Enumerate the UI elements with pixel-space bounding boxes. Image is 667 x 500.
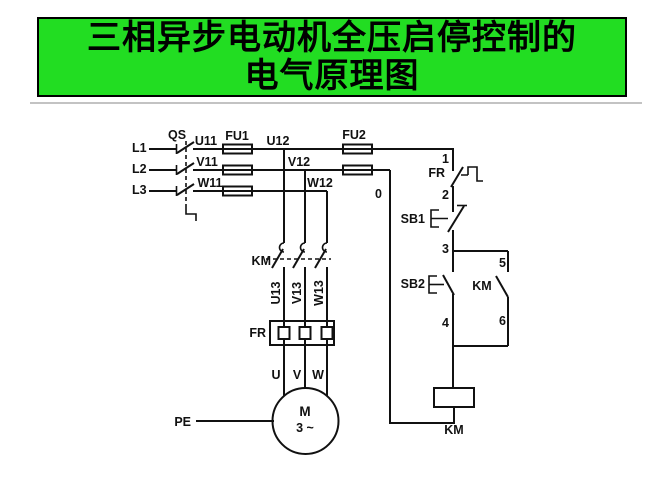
wire-label-u13: U13 <box>269 281 283 304</box>
contact-arc <box>299 242 306 253</box>
control-circuit: FU2 0 1 2 3 4 5 6 FR <box>342 128 509 437</box>
phase-l1: L1 <box>132 141 454 171</box>
stop-button-sb1: SB1 <box>401 204 467 233</box>
disconnect-switch-qs: QS <box>168 128 197 221</box>
fuse-fu1: FU1 <box>222 129 253 197</box>
fuse-body <box>222 143 253 155</box>
start-button-sb2: SB2 <box>401 274 455 296</box>
holding-contact-km: KM <box>472 275 509 346</box>
node-number-6: 6 <box>499 314 506 328</box>
fuse-body <box>222 164 253 176</box>
node-number-5: 5 <box>499 256 506 270</box>
motor-letter: M <box>299 404 310 419</box>
phase-label-l3: L3 <box>132 183 147 197</box>
node-number-0: 0 <box>375 187 382 201</box>
title-divider-line <box>30 102 642 104</box>
wire-label-w12: W12 <box>307 176 333 190</box>
node-number-4: 4 <box>442 316 449 330</box>
fuse-body <box>342 143 373 155</box>
contactor-main-contacts-km: KM <box>252 242 331 269</box>
contact-blade <box>450 166 464 188</box>
contact-blade <box>292 248 305 269</box>
power-circuit: L1 L2 L3 QS <box>132 128 454 455</box>
slide-title-line1: 三相异步电动机全压启停控制的 <box>87 19 577 57</box>
pe-ground: PE <box>174 415 274 429</box>
heater-element <box>298 326 312 340</box>
coil-box <box>433 387 475 408</box>
motor-terminal-v: V <box>293 368 302 382</box>
motor-m: U V W M 3 ~ <box>271 368 340 455</box>
node-number-3: 3 <box>442 242 449 256</box>
wire-label-u11: U11 <box>195 134 217 148</box>
heater-element <box>320 326 334 340</box>
motor-terminal-u: U <box>271 368 280 382</box>
wire-label-w11: W11 <box>197 176 222 190</box>
contactor-label-km: KM <box>252 254 271 268</box>
ground-label-pe: PE <box>174 415 191 429</box>
node-number-2: 2 <box>442 188 449 202</box>
fuse-label-fu1: FU1 <box>225 129 249 143</box>
overload-label-fr: FR <box>249 326 266 340</box>
stop-button-label: SB1 <box>401 212 425 226</box>
supply-wire-labels: U11 V11 W11 U12 V12 W12 <box>195 134 333 190</box>
wire-label-v11: V11 <box>196 155 218 169</box>
phase-label-l1: L1 <box>132 141 147 155</box>
phase-l2: L2 <box>132 162 390 176</box>
motor-terminal-w: W <box>312 368 324 382</box>
overload-relay-box <box>269 320 335 346</box>
wire-label-v12: V12 <box>288 155 310 169</box>
contactor-coil-km: KM <box>433 387 475 437</box>
wire-label-u12: U12 <box>267 134 290 148</box>
slide-title: 三相异步电动机全压启停控制的 电气原理图 <box>37 17 627 97</box>
node-number-1: 1 <box>442 152 449 166</box>
fuse-body <box>342 164 373 176</box>
contact-blade <box>271 248 284 269</box>
thermal-relay-fr-heaters: FR <box>249 320 335 346</box>
switch-handle-hook <box>185 206 197 221</box>
coil-label-km: KM <box>444 423 463 437</box>
heater-element <box>277 326 291 340</box>
wire-label-w13: W13 <box>312 280 326 306</box>
fuse-fu2: FU2 <box>342 128 373 176</box>
fuse-label-fu2: FU2 <box>342 128 366 142</box>
slide-title-line2: 电气原理图 <box>244 57 420 95</box>
contact-blade <box>314 248 327 269</box>
thermal-contact-fr: FR <box>428 166 483 188</box>
phase-label-l2: L2 <box>132 162 147 176</box>
motor-wire-labels: U13 V13 W13 <box>269 280 326 306</box>
contact-arc <box>321 242 328 253</box>
contact-blade <box>442 274 455 296</box>
start-button-label: SB2 <box>401 277 425 291</box>
switch-label-qs: QS <box>168 128 186 142</box>
motor-phase-text: 3 ~ <box>296 421 314 435</box>
overload-contact-hook <box>461 166 483 182</box>
wire-label-v13: V13 <box>290 282 304 304</box>
contact-blade <box>447 205 465 233</box>
contact-blade <box>495 275 509 298</box>
holding-contact-label: KM <box>472 279 491 293</box>
overload-contact-label-fr: FR <box>428 166 445 180</box>
fuse-body <box>222 185 253 197</box>
contact-arc <box>278 242 285 253</box>
control-return-wire <box>389 170 455 424</box>
